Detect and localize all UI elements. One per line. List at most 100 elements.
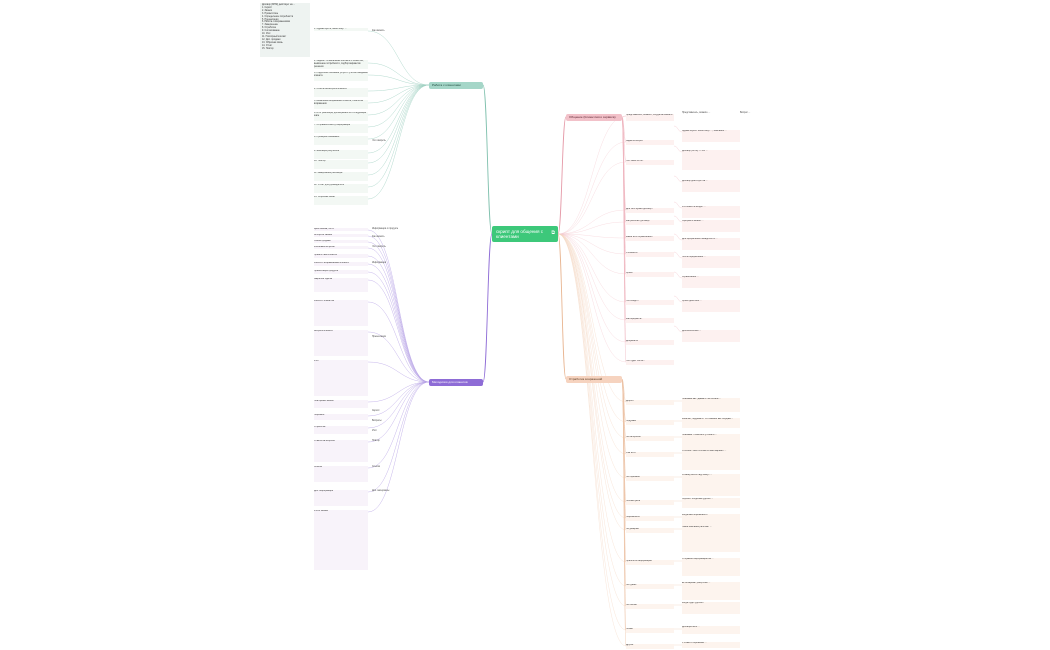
dialog-label[interactable]: Для чего нужен договор? xyxy=(626,208,674,213)
objection-label[interactable]: Не интересно xyxy=(626,436,674,441)
dialog-label[interactable]: Как работает договор? xyxy=(626,220,674,225)
dialog-node[interactable]: В стоимость входит ... xyxy=(682,206,740,218)
objection-node[interactable]: Когда будет удобно? xyxy=(682,602,740,614)
work-node[interactable]: 6. Итог разговора, договорённость о след… xyxy=(314,112,368,121)
connector-line xyxy=(557,233,627,607)
legend-line: 12. Доп. продажи xyxy=(262,38,281,41)
objection-label[interactable]: Дорого xyxy=(626,400,674,405)
dialog-note2[interactable]: Вопрос ... xyxy=(740,112,751,114)
dialog-label[interactable]: Что входит? xyxy=(626,300,674,305)
objection-node[interactable]: Отлично! Чем отличается наш вариант ... xyxy=(682,450,740,470)
script-label[interactable]: Скрипт xyxy=(372,410,380,412)
script-node[interactable]: Приветствие клиента xyxy=(314,254,368,258)
script-node[interactable]: Перезвон xyxy=(314,414,368,420)
objection-label[interactable]: Не сейчас xyxy=(626,604,674,609)
dialog-node[interactable]: Ограничения ... xyxy=(682,276,740,288)
objection-node[interactable]: Наша компания работает ... xyxy=(682,526,740,552)
dialog-note[interactable]: Представьтесь, скажите ... xyxy=(682,112,711,114)
dialog-label[interactable]: Представьтесь, скажите, откуда вы звонит… xyxy=(626,114,674,121)
script-label[interactable]: Вопросы xyxy=(372,420,382,422)
work-node[interactable]: 10. Повтор xyxy=(314,160,368,169)
script-node[interactable]: Итоги звонка xyxy=(314,510,368,570)
work-node[interactable]: 3. Подробное описание услуги с учётом ож… xyxy=(314,72,368,81)
work-node[interactable]: 11. Завершение разговора xyxy=(314,172,368,181)
dialog-label[interactable]: Документы xyxy=(626,340,674,345)
script-node[interactable]: Ссылки xyxy=(314,466,368,482)
work-node[interactable]: 8. Проверка понимания xyxy=(314,136,368,145)
work-node[interactable]: 2. Задача: Установление контакта с клиен… xyxy=(314,60,368,69)
dialog-label[interactable]: Что будет после? xyxy=(626,360,674,365)
script-node[interactable]: Презентация продукта xyxy=(314,270,368,274)
script-label[interactable]: Итог xyxy=(372,430,377,432)
work-node[interactable]: 12. Отчёт для руководителя xyxy=(314,184,368,193)
objection-label[interactable]: Пришлите информацию xyxy=(626,560,674,565)
objection-node[interactable]: Хорошо. Когда вам удобно ... xyxy=(682,498,740,508)
script-node[interactable]: Вопросы клиента xyxy=(314,330,368,356)
script-label[interactable]: Информация о продукте xyxy=(372,228,399,230)
objection-label[interactable]: Подумаю xyxy=(626,420,674,425)
objection-node[interactable]: Я займу всего пару минут ... xyxy=(682,474,740,496)
script-label[interactable]: Что говорить xyxy=(372,246,386,248)
script-label[interactable]: Информация xyxy=(372,262,387,264)
work-node[interactable]: 4. Ответы на вопросы клиента xyxy=(314,88,368,97)
objection-label[interactable]: Перезвоните xyxy=(626,516,674,521)
script-node[interactable]: Итог xyxy=(314,360,368,396)
objection-label[interactable]: Позже xyxy=(626,628,674,633)
work-node[interactable]: 9. Фиксация результата xyxy=(314,150,368,159)
root-node[interactable]: скрипт для общения с клиентами ⧉ xyxy=(492,226,558,242)
objection-node[interactable]: Конечно, подумайте. Что именно вас смуща… xyxy=(682,418,740,428)
dialog-label[interactable]: Как оформить? xyxy=(626,318,674,323)
work-node[interactable]: 5. Выявление возражений клиента, ответы … xyxy=(314,100,368,109)
objection-node[interactable]: Договорились ... xyxy=(682,626,740,634)
script-node[interactable]: Цель звонка, МПЭ xyxy=(314,228,368,231)
script-node[interactable]: Ключевые вопросы xyxy=(314,246,368,249)
work-node[interactable]: 1. Здравствуйте, меня зовут ... xyxy=(314,28,368,31)
script-node[interactable]: Работа с клиентом xyxy=(314,300,368,326)
objection-node[interactable]: Отправлю информацию на ... xyxy=(682,558,740,576)
script-node[interactable]: Отработка xyxy=(314,426,368,434)
script-node[interactable]: Ответы на вопросы xyxy=(314,440,368,462)
branch-objections[interactable]: Отработка возражений xyxy=(566,376,622,383)
script-node[interactable]: Закрытие сделки xyxy=(314,278,368,292)
script-label[interactable]: Как звонить xyxy=(372,236,385,238)
objection-label[interactable]: Посоветуюсь xyxy=(626,500,674,505)
work-node[interactable]: 7. Отправка клиенту информации xyxy=(314,124,368,133)
dialog-node[interactable]: Сроки действия ... xyxy=(682,300,740,312)
script-label[interactable]: Презентация xyxy=(372,336,386,338)
objection-label[interactable]: Другое xyxy=(626,644,674,649)
dialog-label[interactable]: Сроки xyxy=(626,272,674,277)
dialog-node[interactable]: Здравствуйте! Меня зовут ..., компания .… xyxy=(682,130,740,142)
script-node[interactable]: Повторный звонок xyxy=(314,400,368,408)
objection-label[interactable]: Не доверяю xyxy=(626,528,674,533)
dialog-node[interactable]: Договор (МПЭ) — это ... xyxy=(682,150,740,170)
work-label[interactable]: Как звонить xyxy=(372,30,385,32)
dialog-node[interactable]: После оформления ... xyxy=(682,256,740,268)
objection-label[interactable]: Нет времени xyxy=(626,476,674,481)
branch-script[interactable]: Методички для клиентов xyxy=(429,379,483,386)
branch-work[interactable]: Работа с клиентами xyxy=(429,82,483,89)
script-node[interactable]: Работа с возражениями клиента xyxy=(314,262,368,266)
objection-node[interactable]: Понимаю вас. Давайте посчитаем ... xyxy=(682,398,740,412)
dialog-node[interactable]: Договор действует на ... xyxy=(682,180,740,192)
script-node[interactable]: Этапы продажи xyxy=(314,240,368,243)
script-node[interactable]: Алгоритм звонка xyxy=(314,234,368,237)
dialog-node[interactable]: Оформить можно ... xyxy=(682,220,740,232)
work-node[interactable]: 13. Обратная связь xyxy=(314,196,368,205)
dialog-label[interactable]: Что такое МПЭ? xyxy=(626,160,674,165)
dialog-node[interactable]: Для оформления понадобится ... xyxy=(682,238,740,250)
dialog-label[interactable]: Какие есть ограничения? xyxy=(626,236,674,241)
dialog-label[interactable]: Стоимость xyxy=(626,252,674,257)
external-link-icon[interactable]: ⧉ xyxy=(551,230,555,236)
branch-dialog[interactable]: Общение (Клиентского сервиса) xyxy=(566,114,622,121)
objection-label[interactable]: Нет денег xyxy=(626,584,674,589)
script-label[interactable]: Доп. материалы xyxy=(372,490,390,492)
work-label[interactable]: Что говорить xyxy=(372,140,386,142)
objection-node[interactable]: Есть вариант рассрочки ... xyxy=(682,582,740,600)
objection-label[interactable]: Уже есть xyxy=(626,452,674,457)
script-label[interactable]: Ссылки xyxy=(372,466,381,468)
dialog-label[interactable]: Задайте вопрос xyxy=(626,140,674,145)
objection-node[interactable]: Уточню и перезвоню ... xyxy=(682,642,740,648)
dialog-node[interactable]: Дополнительно ... xyxy=(682,330,740,342)
script-label[interactable]: Повтор xyxy=(372,440,380,442)
script-node[interactable]: Доп. информация xyxy=(314,490,368,506)
